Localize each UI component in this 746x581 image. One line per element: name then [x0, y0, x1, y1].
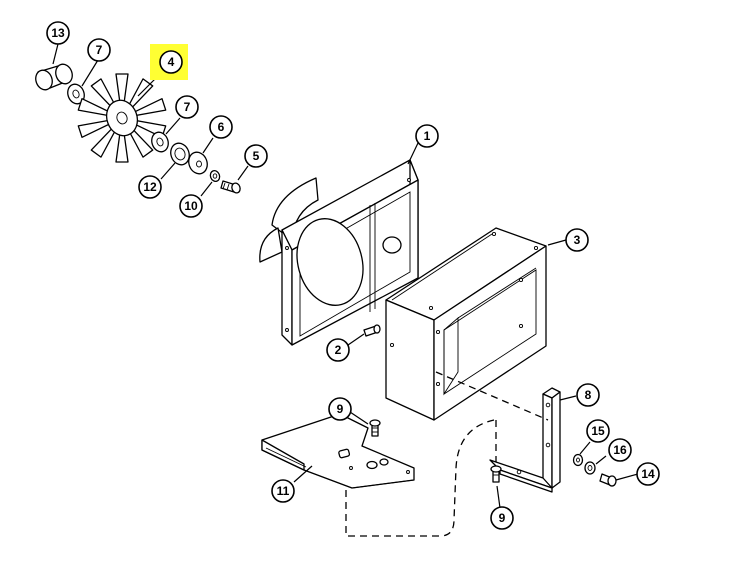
callout-14: 14	[636, 462, 660, 486]
callout-3: 3	[565, 228, 589, 252]
callout-12: 12	[138, 175, 162, 199]
callout-10: 10	[179, 194, 203, 218]
washer-part-7-upper	[67, 83, 85, 105]
callout-1: 1	[415, 124, 439, 148]
lockwasher-part-10	[209, 169, 221, 183]
svg-text:14: 14	[641, 467, 655, 481]
callout-11: 11	[271, 479, 295, 503]
callout-9-lower: 9	[490, 506, 514, 530]
bracket-part-8	[489, 387, 561, 493]
svg-text:11: 11	[277, 484, 290, 498]
callout-7-lower: 7	[175, 95, 199, 119]
leader-lines	[52, 43, 639, 509]
screw-part-2	[363, 324, 381, 337]
callout-13: 13	[46, 21, 70, 45]
callout-2: 2	[326, 338, 350, 362]
bushing-part-12	[170, 142, 190, 166]
svg-text:1: 1	[424, 129, 431, 143]
svg-text:9: 9	[337, 402, 344, 416]
assembly-dashed-lines	[345, 371, 549, 537]
svg-text:7: 7	[184, 100, 191, 114]
svg-text:13: 13	[51, 26, 65, 40]
screw-part-14	[599, 473, 617, 487]
svg-text:3: 3	[574, 233, 581, 247]
svg-text:6: 6	[218, 120, 225, 134]
svg-text:4: 4	[168, 55, 175, 69]
callout-7-upper: 7	[87, 38, 111, 62]
box-part-3	[385, 227, 547, 421]
svg-text:15: 15	[591, 424, 605, 438]
svg-text:5: 5	[253, 149, 260, 163]
shroud-part-1	[259, 159, 419, 346]
svg-text:16: 16	[613, 443, 627, 457]
callout-9-upper: 9	[328, 397, 352, 421]
svg-text:8: 8	[585, 388, 592, 402]
svg-text:7: 7	[96, 43, 103, 57]
fan-part-4	[77, 73, 167, 163]
pulley-part-6	[188, 151, 208, 175]
plate-part-11	[261, 413, 415, 489]
callout-15: 15	[586, 419, 610, 443]
callout-5: 5	[244, 144, 268, 168]
svg-text:9: 9	[499, 511, 506, 525]
washer-part-7-lower	[151, 131, 169, 153]
bolt-part-9-upper	[369, 419, 381, 437]
callout-8: 8	[576, 383, 600, 407]
bolt-part-9-lower	[490, 465, 502, 483]
washer-part-15	[572, 453, 584, 467]
screw-part-5	[220, 180, 241, 194]
callout-4-highlighted: 4	[150, 44, 188, 80]
callout-16: 16	[608, 438, 632, 462]
callout-6: 6	[209, 115, 233, 139]
svg-text:2: 2	[335, 343, 342, 357]
spacer-part-13	[35, 63, 73, 91]
lockwasher-part-16	[584, 461, 596, 475]
svg-text:10: 10	[184, 199, 198, 213]
svg-text:12: 12	[143, 180, 157, 194]
